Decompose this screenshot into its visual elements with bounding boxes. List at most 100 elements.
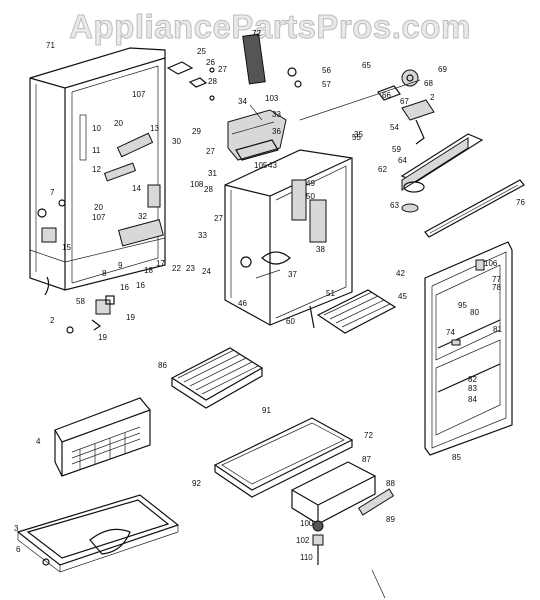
part-label-56: 56	[322, 66, 331, 75]
part-label-85: 85	[452, 453, 461, 462]
part-label-62: 62	[378, 165, 387, 174]
part-label-33: 33	[272, 110, 281, 119]
bottom-grille	[54, 397, 151, 477]
part-label-18: 18	[144, 266, 153, 275]
part-label-69: 69	[438, 65, 447, 74]
part-label-2: 2	[50, 316, 55, 325]
part-label-35: 35	[354, 130, 363, 139]
part-label-27: 27	[206, 147, 215, 156]
part-label-33: 33	[198, 231, 207, 240]
part-label-8: 8	[102, 269, 107, 278]
part-label-77: 77	[492, 275, 501, 284]
part-label-92: 92	[192, 479, 201, 488]
part-label-46: 46	[238, 299, 247, 308]
part-label-83: 83	[468, 384, 477, 393]
part-label-19: 19	[98, 333, 107, 342]
part-label-58: 58	[76, 297, 85, 306]
part-label-110: 110	[300, 553, 313, 562]
part-label-27: 27	[218, 65, 227, 74]
part-label-9: 9	[118, 261, 123, 270]
ice-maker-assembly	[299, 69, 525, 238]
part-label-60: 60	[286, 317, 295, 326]
part-label-25: 25	[197, 47, 206, 56]
part-label-66: 66	[382, 91, 391, 100]
part-label-102: 102	[296, 536, 310, 545]
watermark-logo: AppliancePartsPros.com	[69, 8, 471, 46]
top-mount-parts	[166, 33, 302, 101]
part-label-81: 81	[493, 325, 502, 334]
part-label-67: 67	[400, 97, 409, 106]
door-liner	[424, 241, 513, 456]
part-label-30: 30	[172, 137, 181, 146]
part-label-3: 3	[14, 524, 19, 533]
part-label-74: 74	[446, 328, 455, 337]
hardware-bottom-left	[44, 276, 115, 334]
part-label-12: 12	[92, 165, 101, 174]
part-label-65: 65	[362, 61, 371, 70]
part-label-72: 72	[252, 29, 261, 38]
part-label-105: 105	[254, 161, 268, 170]
part-label-107: 107	[132, 90, 146, 99]
part-label-28: 28	[208, 77, 217, 86]
part-label-23: 23	[186, 264, 195, 273]
part-label-45: 45	[398, 292, 407, 301]
freezer-liner-box	[224, 149, 353, 326]
part-label-72: 72	[364, 431, 373, 440]
part-label-49: 49	[306, 179, 315, 188]
part-label-31: 31	[208, 169, 217, 178]
part-label-86: 86	[158, 361, 167, 370]
part-label-106: 106	[484, 259, 498, 268]
part-label-10: 10	[92, 124, 101, 133]
wire-shelf-small	[309, 289, 397, 334]
part-label-14: 14	[132, 184, 141, 193]
part-label-37: 37	[288, 270, 297, 279]
part-label-95: 95	[458, 301, 467, 310]
part-label-100: 100	[300, 519, 314, 528]
part-label-19: 19	[126, 313, 135, 322]
part-label-26: 26	[206, 58, 215, 67]
part-label-88: 88	[386, 479, 395, 488]
part-label-80: 80	[470, 308, 479, 317]
part-label-22: 22	[172, 264, 181, 273]
part-label-59: 59	[392, 145, 401, 154]
leveling-legs	[42, 520, 324, 566]
part-label-27: 27	[214, 214, 223, 223]
part-label-7: 7	[50, 188, 55, 197]
part-label-15: 15	[62, 243, 71, 252]
wire-shelf-center	[170, 347, 264, 409]
part-label-78: 78	[492, 283, 501, 292]
part-label-16: 16	[120, 283, 129, 292]
part-label-68: 68	[424, 79, 433, 88]
part-label-20: 20	[114, 119, 123, 128]
part-label-54: 54	[390, 123, 399, 132]
part-label-11: 11	[92, 146, 101, 155]
part-label-64: 64	[398, 156, 407, 165]
part-label-51: 51	[326, 289, 335, 298]
cabinet-inner-parts	[37, 114, 164, 247]
part-label-16: 16	[136, 281, 145, 290]
drip-pan	[16, 494, 180, 573]
part-label-42: 42	[396, 269, 405, 278]
crisper-drawer	[290, 461, 395, 525]
part-label-82: 82	[468, 375, 477, 384]
evaporator-housing	[227, 104, 287, 161]
part-label-103: 103	[265, 94, 279, 103]
part-label-24: 24	[202, 267, 211, 276]
part-label-29: 29	[192, 127, 201, 136]
part-label-4: 4	[36, 437, 41, 446]
part-label-108: 108	[190, 180, 204, 189]
part-label-107: 107	[92, 213, 106, 222]
part-label-6: 6	[16, 545, 21, 554]
part-label-63: 63	[390, 201, 399, 210]
part-label-13: 13	[150, 124, 159, 133]
part-label-50: 50	[306, 192, 315, 201]
cabinet-liner	[29, 47, 166, 291]
part-label-28: 28	[204, 185, 213, 194]
leader-line	[371, 569, 386, 599]
part-label-43: 43	[268, 161, 277, 170]
part-label-20: 20	[94, 203, 103, 212]
part-label-76: 76	[516, 198, 525, 207]
part-label-87: 87	[362, 455, 371, 464]
